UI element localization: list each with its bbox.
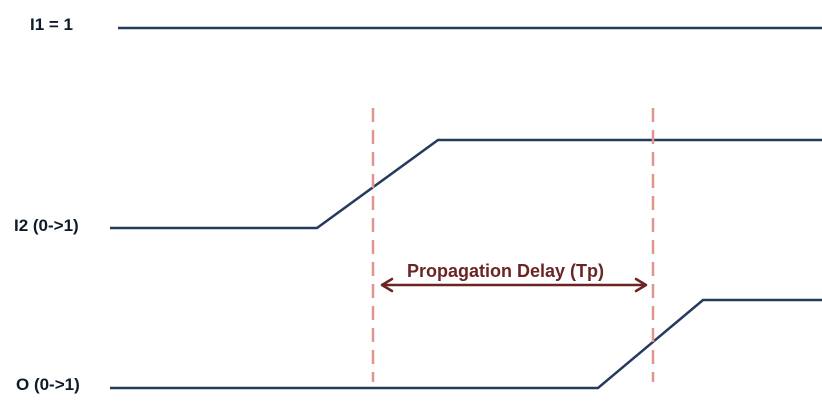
o-waveform <box>110 298 822 390</box>
i2-waveform <box>110 138 822 230</box>
i2-label: I2 (0->1) <box>14 216 79 235</box>
delay-arrow-right-head-icon <box>634 277 648 293</box>
propagation-delay-label: Propagation Delay (Tp) <box>407 261 605 281</box>
delay-arrow-left-head-icon <box>380 277 394 293</box>
delay-arrow <box>380 277 648 293</box>
o-label: O (0->1) <box>16 375 80 394</box>
i1-label: I1 = 1 <box>30 15 74 34</box>
